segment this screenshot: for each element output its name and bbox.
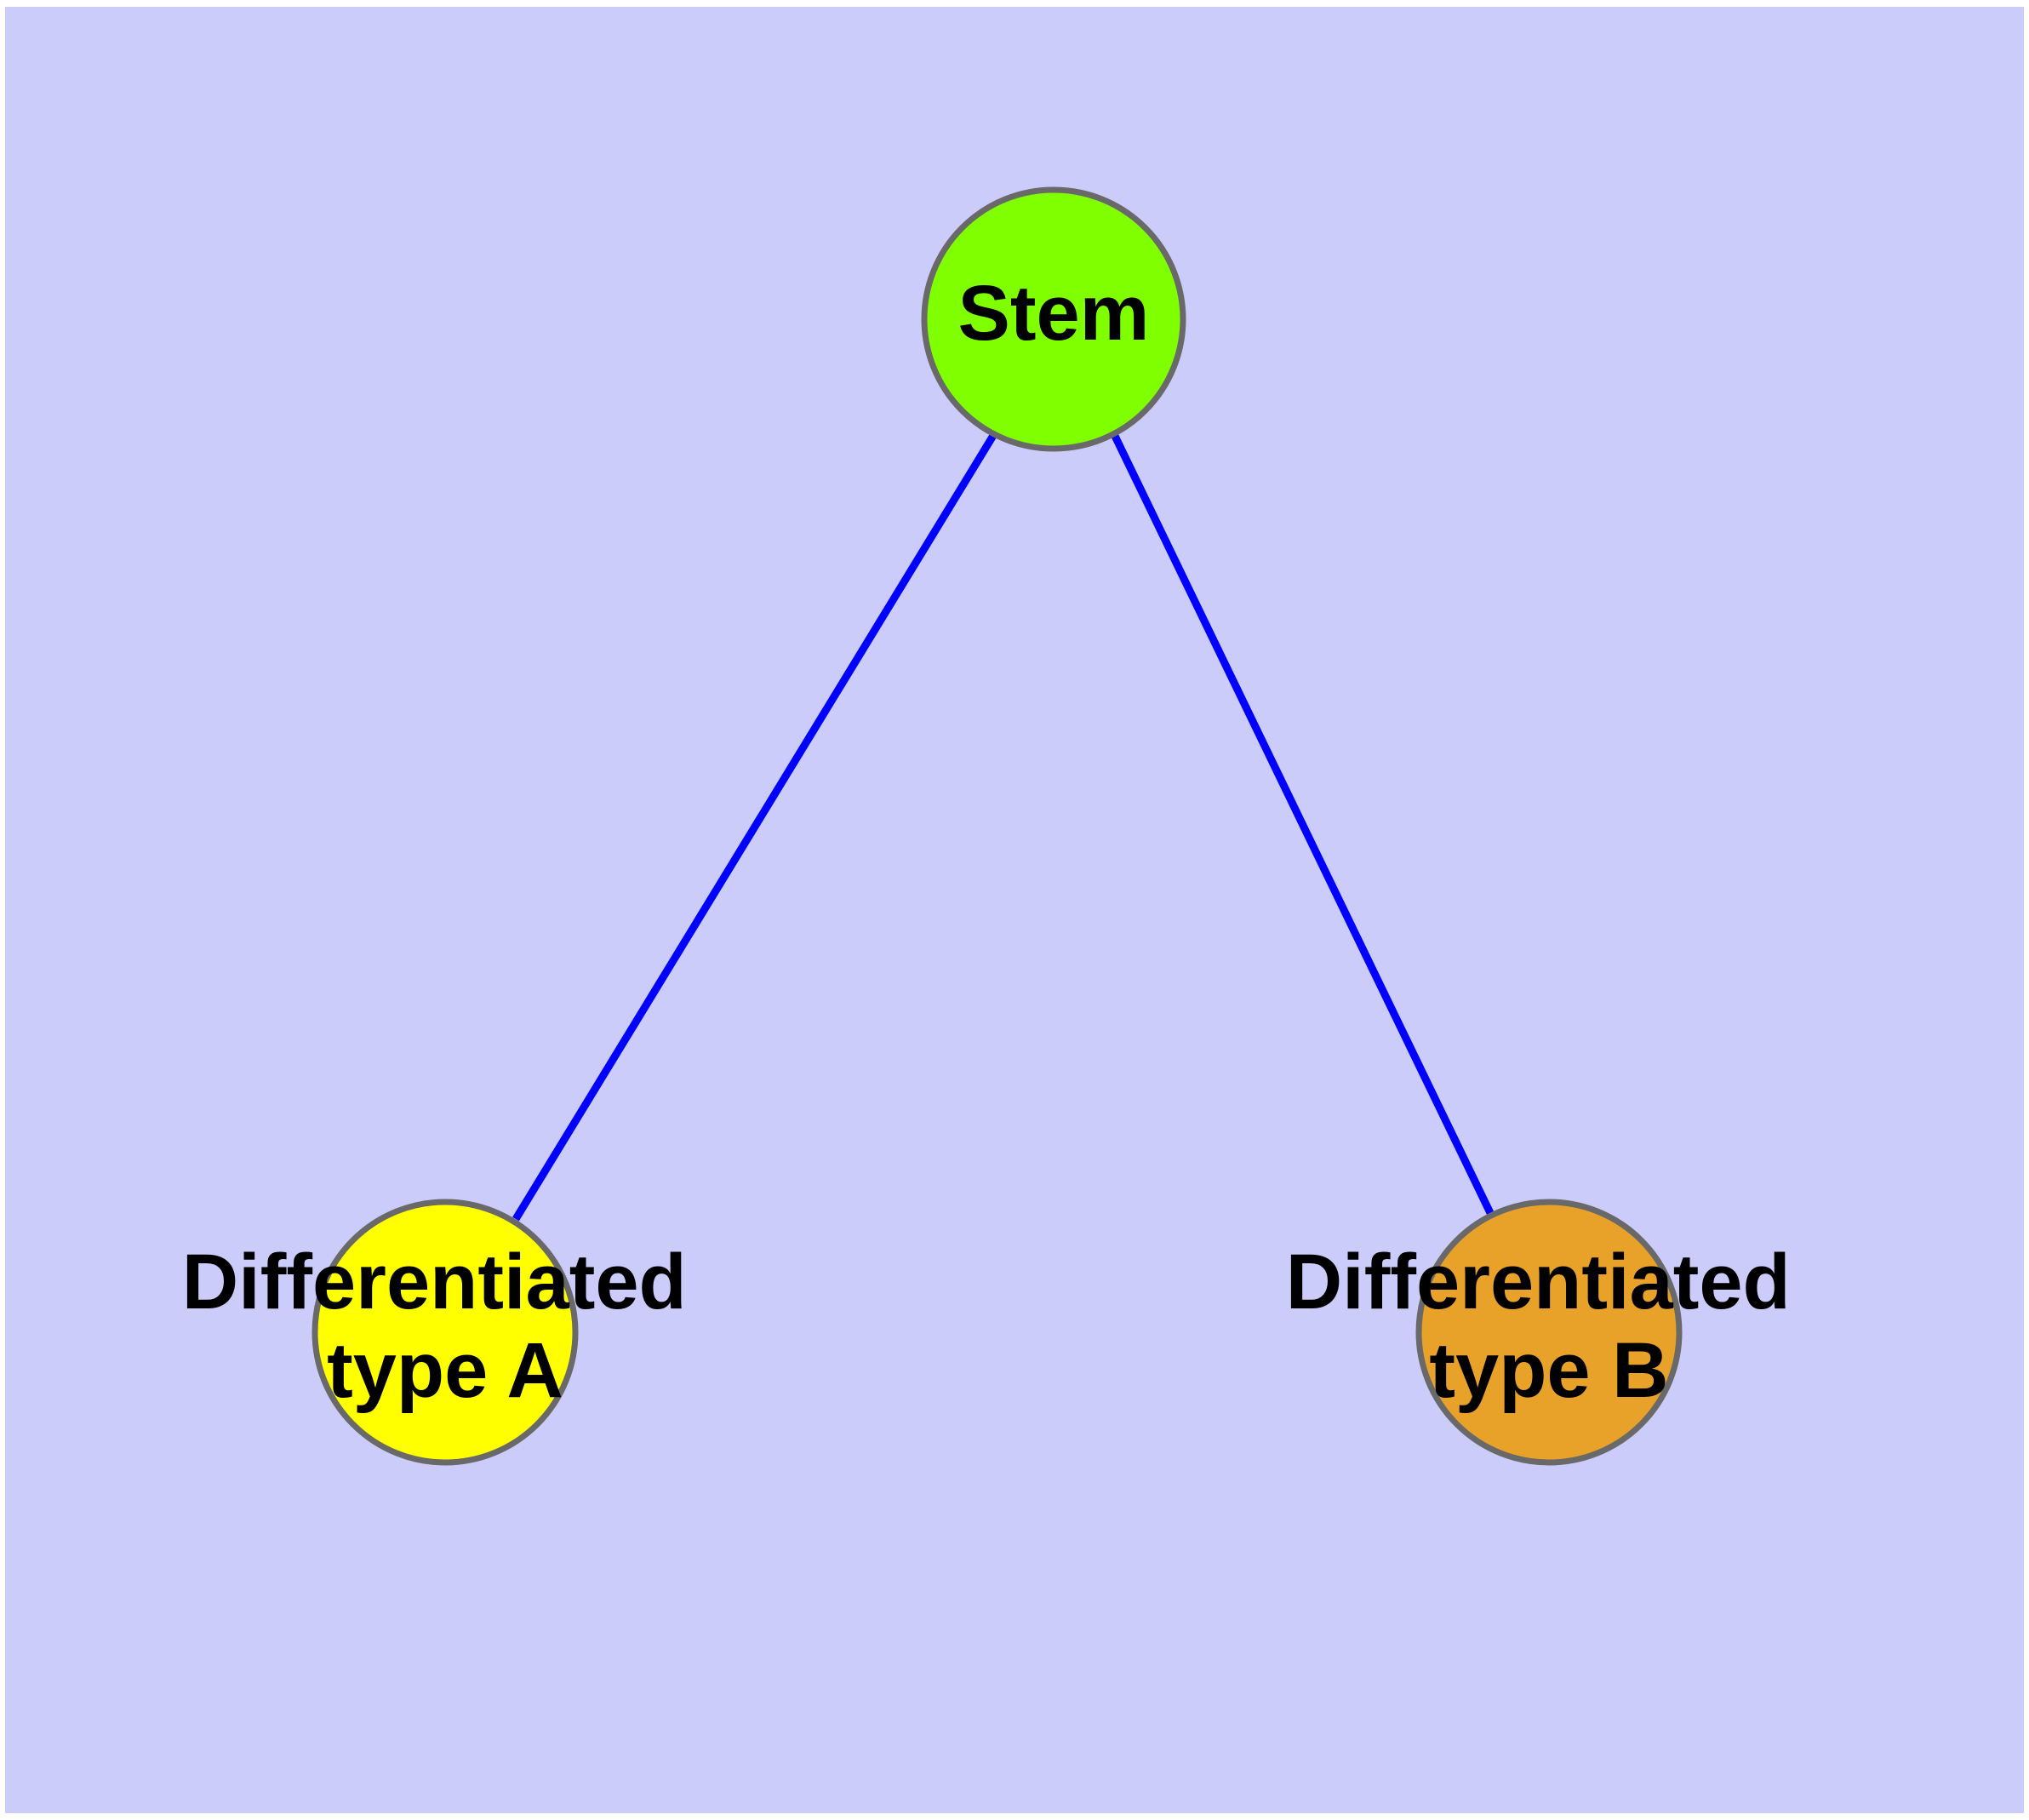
node-differentiated-type-a-label-line-2: type A xyxy=(327,1327,563,1414)
node-differentiated-type-b[interactable]: Differentiated type B xyxy=(1286,1199,1813,1466)
node-differentiated-type-a-label-line-1: Differentiated xyxy=(182,1239,687,1325)
node-differentiated-type-b-label: Differentiated type B xyxy=(1286,1239,1813,1414)
node-stem-circle[interactable] xyxy=(921,186,1186,452)
node-differentiated-type-a-circle[interactable] xyxy=(311,1199,579,1466)
node-differentiated-type-a[interactable]: Differentiated type A xyxy=(182,1199,709,1466)
node-differentiated-type-b-label-line-2: type B xyxy=(1429,1327,1668,1414)
node-differentiated-type-b-label-line-1: Differentiated xyxy=(1286,1239,1791,1325)
node-stem-label-line-1: Stem xyxy=(958,270,1150,357)
edge-stem-to-differentiated-type-b[interactable] xyxy=(1109,431,1496,1218)
node-stem[interactable]: Stem xyxy=(921,186,1186,452)
nodes-group: Stem Differentiated type A Differentiate… xyxy=(182,186,1813,1466)
edges-group xyxy=(512,431,1496,1222)
node-differentiated-type-b-circle[interactable] xyxy=(1415,1199,1683,1466)
node-differentiated-type-a-label: Differentiated type A xyxy=(182,1239,709,1414)
node-stem-label: Stem xyxy=(958,270,1150,357)
edge-stem-to-differentiated-type-a[interactable] xyxy=(512,432,997,1222)
